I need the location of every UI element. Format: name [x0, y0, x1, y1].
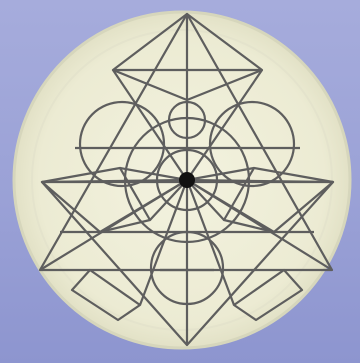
center-dot	[179, 172, 195, 188]
